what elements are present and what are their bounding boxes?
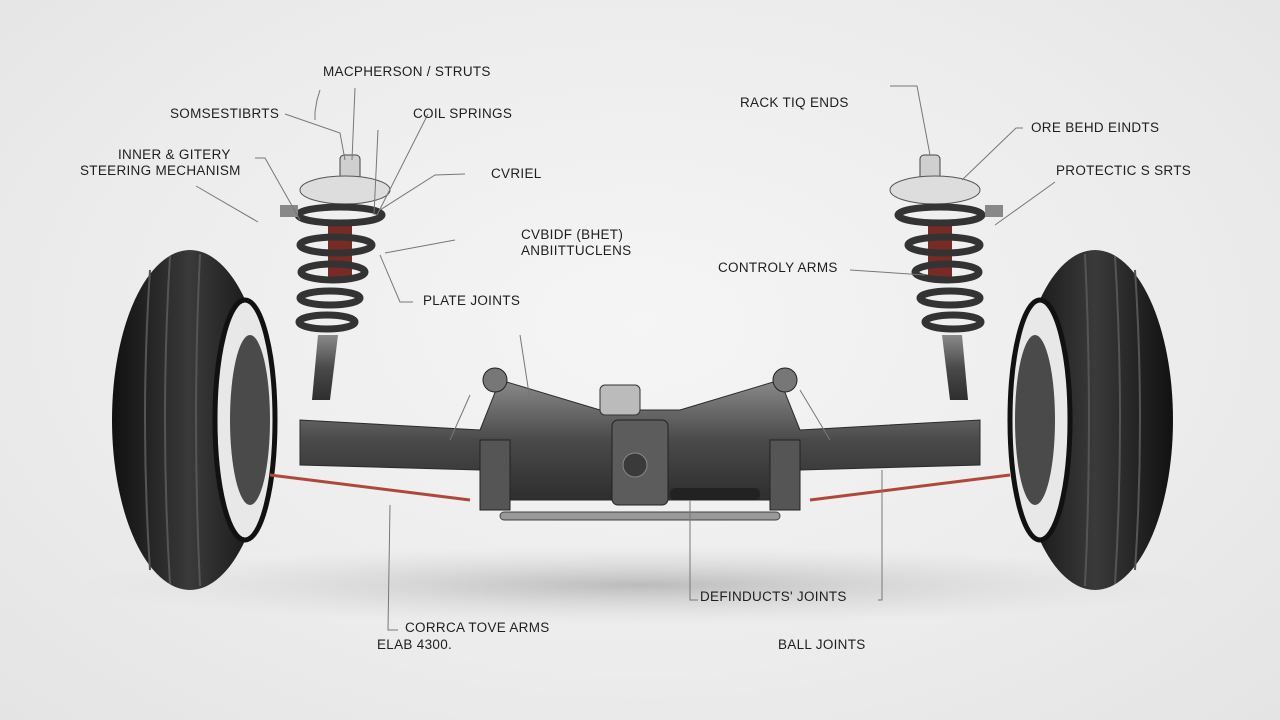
label-cvbidf: CVBIDF (BHET) <box>521 227 624 242</box>
crossmember <box>299 367 981 521</box>
ground-shadow <box>80 545 1200 625</box>
tie-rods <box>269 473 1011 502</box>
right-tire <box>1007 250 1173 590</box>
label-steering-mechanism: STEERING MECHANISM <box>80 163 241 178</box>
right-macpherson-strut <box>889 154 1003 400</box>
label-protectic-srts: PROTECTIC S SRTS <box>1056 163 1192 178</box>
label-corrcatove-arms: CORRCA TOVE ARMS <box>405 620 550 635</box>
label-ore-behd-eindts: ORE BEHD EINDTS <box>1031 120 1160 135</box>
label-coil-springs: COIL SPRINGS <box>413 106 513 121</box>
left-tire <box>112 250 278 590</box>
label-rack-tiq-ends: RACK TIQ ENDS <box>740 95 849 110</box>
leader-lines <box>195 85 1056 631</box>
label-controly-arms: CONTROLY ARMS <box>718 260 838 275</box>
label-plate-joints: PLATE JOINTS <box>423 293 521 308</box>
label-inner-gitery: INNER & GITERY <box>118 147 231 162</box>
label-elab: ELAB 4300. <box>377 637 453 652</box>
label-definducts-joints: DEFINDUCTS' JOINTS <box>700 589 847 604</box>
left-macpherson-strut <box>280 154 391 400</box>
label-macpherson-struts: MACPHERSON / STRUTS <box>323 64 491 79</box>
label-ball-joints: BALL JOINTS <box>778 637 866 652</box>
label-somsestibrts: SOMSESTIBRTS <box>170 106 280 121</box>
label-cvriel: CVRIEL <box>491 166 542 181</box>
label-anbiittuclens: ANBIITTUCLENS <box>521 243 632 258</box>
